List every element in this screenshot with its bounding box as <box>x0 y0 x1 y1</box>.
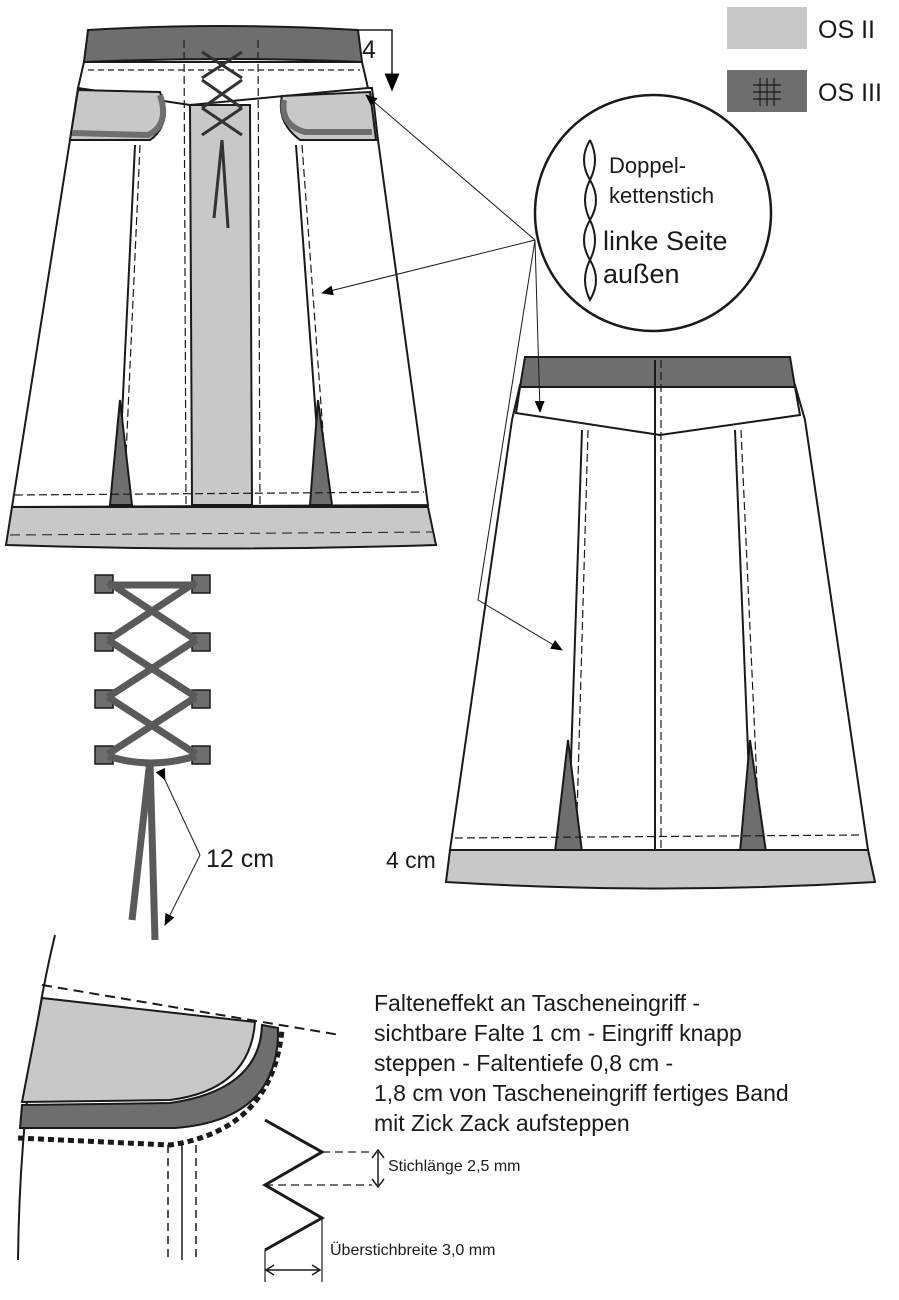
callout-side-line1: linke Seite <box>603 226 728 256</box>
front-center-panel <box>188 104 254 506</box>
instruction-line: mit Zick Zack aufsteppen <box>374 1110 630 1136</box>
back-hem-band <box>444 849 877 890</box>
instruction-line: Falteneffekt an Tascheneingriff - <box>374 990 701 1016</box>
callout-stitch-line1: Doppel- <box>609 153 687 178</box>
hem-band-label: 4 cm <box>386 847 436 873</box>
instructions-block: Falteneffekt an Tascheneingriff - sichtb… <box>374 988 789 1138</box>
tie-length-label: 12 cm <box>206 845 275 873</box>
legend-label-os3: OS III <box>818 79 882 107</box>
front-hem-band <box>4 506 438 550</box>
back-skirt <box>444 239 877 890</box>
instruction-line: sichtbare Falte 1 cm - Eingriff knapp <box>374 1020 742 1046</box>
chain-stitch-icon <box>583 139 597 303</box>
pocket-detail <box>17 934 385 1282</box>
stitch-callout <box>533 93 773 333</box>
lacing-detail <box>94 574 211 941</box>
legend-label-os2: OS II <box>818 16 875 44</box>
instruction-line: steppen - Faltentiefe 0,8 cm - <box>374 1050 674 1076</box>
instruction-line: 1,8 cm von Tascheneingriff fertiges Band <box>374 1080 789 1106</box>
stitch-length-label: Stichlänge 2,5 mm <box>388 1158 521 1175</box>
legend-swatch-os3 <box>727 70 807 112</box>
stitch-width-label: Überstichbreite 3,0 mm <box>330 1242 496 1259</box>
callout-stitch-line2: kettenstich <box>609 183 715 208</box>
front-lacing <box>201 50 243 229</box>
front-skirt <box>4 25 536 550</box>
front-godet-left <box>108 399 134 506</box>
front-waistband <box>82 25 364 64</box>
callout-side-line2: außen <box>603 259 680 289</box>
legend-swatch-os2 <box>727 7 807 49</box>
back-waistband <box>518 356 797 388</box>
back-yoke <box>514 386 802 437</box>
front-godet-right <box>308 399 334 506</box>
waistband-height-label: 4 <box>362 36 376 64</box>
grid-pattern-icon <box>753 78 781 106</box>
